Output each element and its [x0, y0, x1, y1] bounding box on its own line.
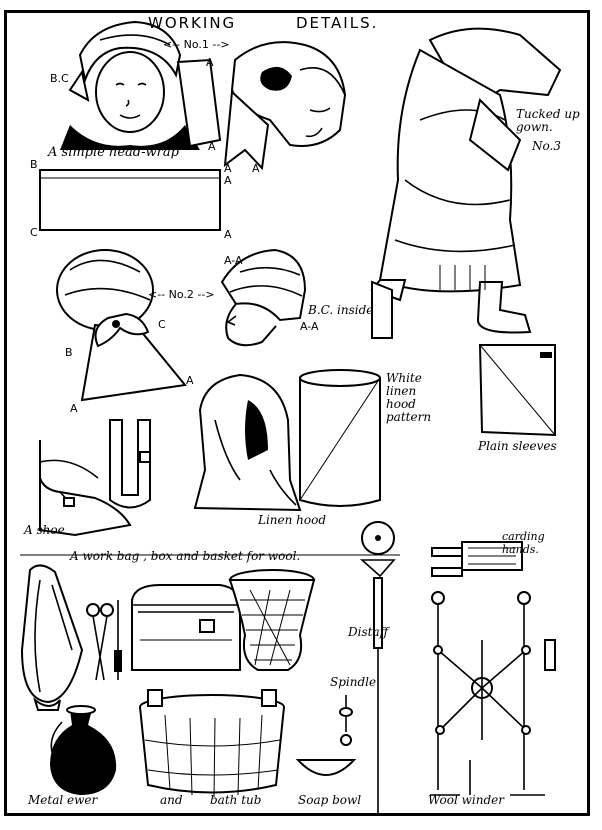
label-no2: <-- No.2 --> [148, 288, 215, 301]
label-plain-sleeves: Plain sleeves [478, 439, 557, 453]
caption-wool-winder: Wool winder [428, 793, 504, 807]
caption-and: and [160, 793, 183, 807]
label-wrap2-b: B [65, 346, 73, 359]
box-drawing [131, 584, 241, 671]
label-a-6: A [224, 228, 232, 241]
distaff-drawing [359, 521, 396, 815]
label-bc: B.C [50, 72, 69, 85]
label-tucked-up-gown: Tucked up gown. [516, 108, 580, 134]
spindle-drawing [339, 695, 353, 746]
label-wrap2-a1: A [186, 374, 194, 387]
shoe-drawing [39, 440, 132, 537]
caption-simple-head-wrap: A simple head-wrap [48, 145, 179, 160]
plain-sleeve-drawing [478, 344, 556, 437]
wool-winder-drawing [430, 591, 556, 796]
tucked-up-gown-drawing [370, 27, 562, 339]
label-a-4: A [252, 162, 260, 175]
label-b: B [30, 158, 38, 171]
label-distaff: Distaff [348, 625, 389, 639]
carding-line-1: carding [502, 530, 545, 543]
shoe-strap-drawing [109, 419, 151, 509]
label-wrap2-c: C [158, 318, 166, 331]
label-no3: No.3 [532, 139, 561, 153]
label-spindle: Spindle [330, 675, 377, 689]
page-border [4, 10, 590, 816]
cloth-square-drawing [176, 58, 222, 148]
work-bag-drawing [20, 564, 84, 711]
head-wrap-pattern-rect [39, 169, 221, 231]
hood-pattern-line-1: White [386, 371, 422, 385]
label-a-2: A [208, 140, 216, 153]
title-working: WORKING [148, 14, 237, 32]
label-a-5: A [224, 174, 232, 187]
hood-pattern-line-4: pattern [386, 410, 432, 424]
head-wrap-profile-2-drawing [220, 248, 307, 347]
caption-work-bag-box-basket: A work bag , box and basket for wool. [70, 549, 301, 563]
gown-line-2: gown. [516, 120, 553, 134]
soap-bowl-drawing [295, 759, 357, 776]
linen-hood-drawing [193, 373, 302, 512]
label-carding-hands: carding hands. [502, 530, 545, 556]
hood-pattern-line-2: linen [386, 384, 417, 398]
head-wrap-profile-drawing [223, 41, 347, 171]
bath-tub-drawing [139, 689, 285, 798]
label-aa: A-A [300, 320, 319, 333]
caption-soap-bowl: Soap bowl [298, 793, 362, 807]
label-a-3: A [224, 162, 232, 175]
metal-ewer-drawing [50, 705, 117, 795]
label-a-shoe: A shoe [24, 523, 65, 537]
carding-hands-drawing [431, 541, 523, 577]
basket-drawing [228, 569, 316, 671]
head-wrap-back-drawing [56, 249, 187, 402]
gown-line-1: Tucked up [516, 107, 580, 121]
label-hood-pattern: White linen hood pattern [386, 372, 431, 424]
label-no1: <-- No.1 --> [163, 38, 230, 51]
caption-metal-ewer: Metal ewer [28, 793, 98, 807]
label-c: C [30, 226, 38, 239]
hood-pattern-line-3: hood [386, 397, 416, 411]
label-aa-top: A-A [224, 254, 243, 267]
label-bc-inside: B.C. inside [308, 303, 374, 317]
label-linen-hood: Linen hood [258, 513, 327, 527]
caption-bath-tub: bath tub [210, 793, 262, 807]
shears-drawing [86, 603, 114, 681]
head-wrap-front-drawing [60, 20, 200, 150]
label-a-1: A [206, 56, 214, 69]
title-details: DETAILS. [296, 14, 379, 32]
label-wrap2-a2: A [70, 402, 78, 415]
awl-drawing [114, 600, 122, 680]
hood-pattern-drawing [299, 369, 381, 507]
carding-line-2: hands. [502, 543, 539, 556]
